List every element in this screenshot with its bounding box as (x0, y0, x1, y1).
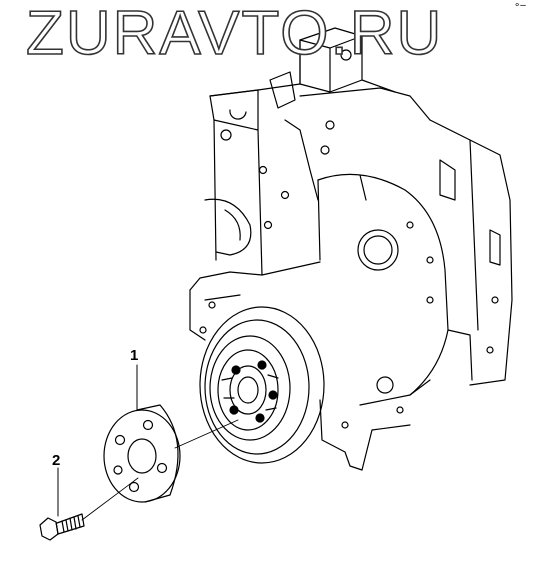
corner-mark: ∘– (514, 0, 526, 11)
crankshaft-damper (199, 306, 325, 464)
site-watermark: ZURAVTO.RU (25, 0, 444, 68)
callout-number-bolt: 2 (52, 452, 61, 469)
engine-block (189, 27, 513, 471)
callout-number-pulley: 1 (130, 347, 139, 364)
bolt-part-2 (39, 513, 85, 541)
pulley-part-1 (103, 404, 181, 503)
